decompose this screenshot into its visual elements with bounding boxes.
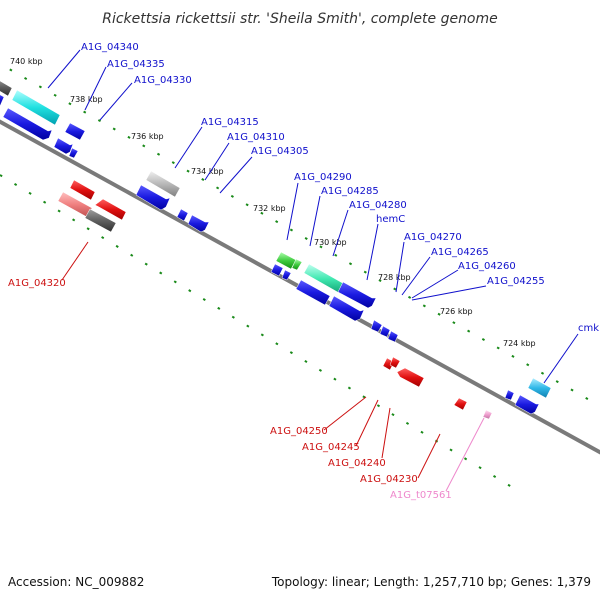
kbp-label: 736 kbp <box>131 132 164 141</box>
gene-feature[interactable] <box>291 258 303 271</box>
gene-feature[interactable] <box>396 367 425 388</box>
gene-label[interactable]: A1G_04335 <box>107 59 165 70</box>
gene-feature[interactable] <box>453 397 468 411</box>
gene-label[interactable]: A1G_04285 <box>321 186 379 197</box>
gene-feature[interactable] <box>337 281 377 309</box>
gene-feature[interactable] <box>11 89 61 126</box>
gene-feature[interactable] <box>0 78 13 97</box>
gene-label[interactable]: A1G_04310 <box>227 132 285 143</box>
gene-feature[interactable] <box>514 394 540 415</box>
gene-feature[interactable] <box>187 214 210 233</box>
gene-label[interactable]: A1G_04315 <box>201 117 259 128</box>
gene-feature[interactable] <box>328 295 365 322</box>
gene-feature[interactable] <box>281 269 292 281</box>
gene-feature[interactable] <box>504 389 515 401</box>
gene-feature[interactable] <box>482 409 493 420</box>
gene-label[interactable]: A1G_04320 <box>8 278 66 289</box>
gene-label[interactable]: A1G_04290 <box>294 172 352 183</box>
gene-feature[interactable] <box>370 319 383 333</box>
kbp-labels: 740 kbp 738 kbp 736 kbp 734 kbp 732 kbp … <box>10 57 536 348</box>
forward-scale-track <box>0 62 600 407</box>
gene-label[interactable]: A1G_04305 <box>251 146 309 157</box>
gene-label[interactable]: A1G_04330 <box>134 75 192 86</box>
gene-label[interactable]: A1G_04240 <box>328 458 386 469</box>
gene-label[interactable]: cmk <box>578 323 599 334</box>
kbp-label: 740 kbp <box>10 57 43 66</box>
kbp-label: 724 kbp <box>503 339 536 348</box>
gene-feature[interactable] <box>84 208 117 233</box>
gene-feature[interactable] <box>94 198 127 221</box>
gene-feature[interactable] <box>64 122 86 141</box>
gene-feature[interactable] <box>176 208 189 222</box>
genome-summary-text: Topology: linear; Length: 1,257,710 bp; … <box>271 575 591 589</box>
gene-label[interactable]: A1G_04245 <box>302 442 360 453</box>
reverse-gene-labels: A1G_04320 A1G_04250 A1G_04245 A1G_04240 … <box>8 278 452 501</box>
gene-feature[interactable] <box>379 325 391 338</box>
gene-label[interactable]: A1G_04260 <box>458 261 516 272</box>
gene-feature[interactable] <box>527 377 552 399</box>
gene-feature[interactable] <box>135 184 171 211</box>
gene-label[interactable]: A1G_04265 <box>431 247 489 258</box>
gene-label[interactable]: A1G_04270 <box>404 232 462 243</box>
gene-label[interactable]: A1G_t07561 <box>390 490 452 501</box>
gene-label[interactable]: A1G_04255 <box>487 276 545 287</box>
gene-label[interactable]: A1G_04340 <box>81 42 139 53</box>
kbp-label: 732 kbp <box>253 204 286 213</box>
scale-tracks <box>0 62 600 493</box>
gene-feature[interactable] <box>389 356 401 369</box>
kbp-label: 734 kbp <box>191 167 224 176</box>
gene-feature[interactable] <box>303 263 347 295</box>
reverse-scale-track <box>0 174 521 493</box>
gene-feature[interactable] <box>295 279 331 306</box>
gene-feature[interactable] <box>270 263 284 277</box>
kbp-label: 726 kbp <box>440 307 473 316</box>
reverse-callouts <box>61 241 485 492</box>
accession-text: Accession: NC_009882 <box>8 575 144 589</box>
gene-label[interactable]: A1G_04250 <box>270 426 328 437</box>
gene-feature[interactable] <box>387 330 399 343</box>
map-title: Rickettsia rickettsii str. 'Sheila Smith… <box>102 11 498 27</box>
forward-callouts <box>47 49 579 384</box>
forward-gene-labels: A1G_04340 A1G_04335 A1G_04330 A1G_04315 … <box>81 42 599 334</box>
gene-feature[interactable] <box>69 179 96 201</box>
gene-feature[interactable] <box>275 251 297 270</box>
gene-label[interactable]: A1G_04230 <box>360 474 418 485</box>
kbp-label: 730 kbp <box>314 238 347 247</box>
gene-label[interactable]: hemC <box>376 214 405 225</box>
gene-label[interactable]: A1G_04280 <box>349 200 407 211</box>
gene-feature[interactable] <box>145 170 181 198</box>
gene-feature[interactable] <box>0 92 5 107</box>
kbp-label: 728 kbp <box>378 273 411 282</box>
gene-features <box>0 78 552 420</box>
gene-feature[interactable] <box>2 107 53 141</box>
kbp-label: 738 kbp <box>70 95 103 104</box>
gene-feature[interactable] <box>68 147 79 159</box>
gene-feature[interactable] <box>53 137 74 155</box>
